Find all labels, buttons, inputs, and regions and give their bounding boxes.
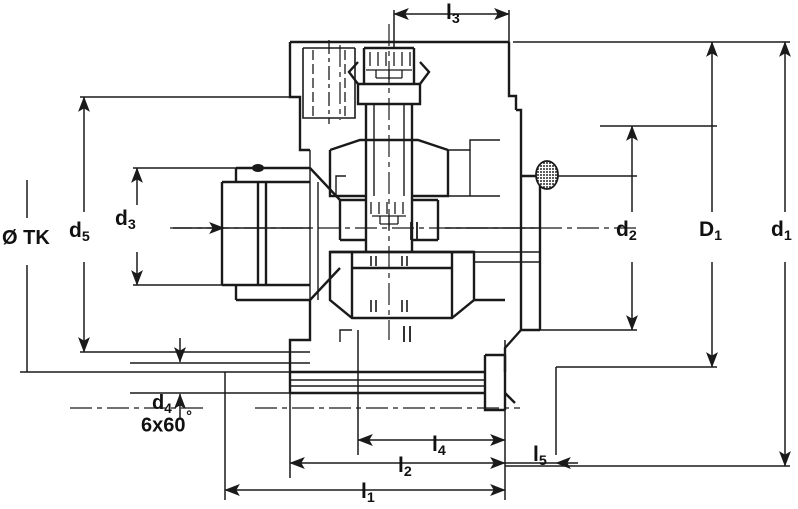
- dim-label-d4: d4: [152, 392, 172, 416]
- dim-label-d2-sub: 2: [628, 227, 637, 244]
- degree-icon: °: [186, 409, 192, 426]
- dim-label-d4-base: d: [152, 392, 165, 414]
- dim-label-l2-base: l: [398, 454, 404, 477]
- section-detail-lines: [222, 52, 540, 387]
- dim-label-D1-base: D: [699, 218, 715, 241]
- dim-label-d5: d5: [69, 219, 90, 244]
- dim-label-d2-base: d: [616, 218, 629, 241]
- dim-label-d5-sub: 5: [81, 228, 90, 245]
- dim-label-d1: d1: [771, 218, 792, 243]
- dim-label-D1: D1: [699, 218, 722, 243]
- hidden-detail-box: [302, 40, 356, 124]
- dim-label-l1: l1: [361, 480, 375, 505]
- dim-label-d5-base: d: [69, 219, 82, 242]
- dim-label-l1-base: l: [361, 480, 367, 503]
- dim-label-d3-sub: 3: [127, 216, 136, 233]
- dim-label-d2: d2: [616, 218, 637, 243]
- dim-label-l4-sub: 4: [437, 442, 446, 459]
- dim-label-D1-sub: 1: [714, 227, 723, 244]
- tool-holder-section: [220, 40, 542, 412]
- pilot-marking: [252, 164, 264, 172]
- dim-label-l5-sub: 5: [538, 452, 547, 469]
- dim-label-d3-base: d: [115, 207, 128, 230]
- dim-label-l2: l2: [398, 454, 412, 479]
- dim-label-hole-pattern: 6x60°: [141, 410, 192, 437]
- dim-label-d1-sub: 1: [783, 227, 792, 244]
- seal-element: [535, 160, 559, 190]
- dim-label-l3-base: l: [446, 1, 452, 24]
- dim-label-l3-sub: 3: [451, 10, 460, 27]
- dim-label-l4: l4: [432, 433, 446, 458]
- dim-label-d1-base: d: [771, 218, 784, 241]
- dim-label-bolt-circle: Ø TK: [2, 227, 50, 249]
- dim-label-l2-sub: 2: [403, 463, 412, 480]
- dimension-network: [20, 8, 791, 500]
- dim-label-l4-base: l: [432, 433, 438, 456]
- dim-label-l5: l5: [533, 443, 547, 468]
- dim-label-l5-base: l: [533, 443, 539, 466]
- dim-label-d4-sub: 4: [164, 400, 172, 416]
- dim-label-d3: d3: [115, 207, 136, 232]
- dim-label-l3: l3: [446, 1, 460, 26]
- dim-label-hole-pattern-text: 6x60: [141, 414, 186, 437]
- dim-label-l1-sub: 1: [366, 489, 375, 506]
